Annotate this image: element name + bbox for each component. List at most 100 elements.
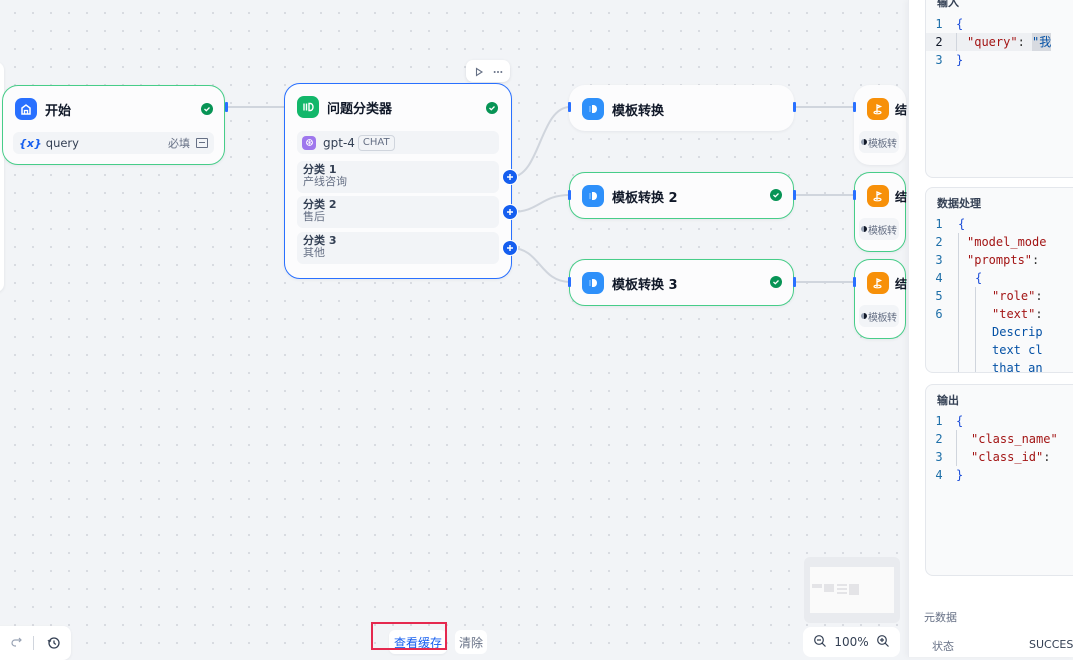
end-output-variable: 模板转 — [859, 218, 899, 240]
end-node-title: 结 — [895, 276, 908, 291]
line-number: 1 — [935, 17, 943, 31]
template-node-1[interactable]: 模板转换 — [569, 85, 794, 131]
text-input-type-icon — [196, 138, 208, 148]
start-node-title: 开始 — [45, 103, 72, 119]
end-flag-icon — [867, 185, 889, 207]
variable-name: query — [45, 136, 79, 150]
code-token: { — [956, 17, 964, 31]
code-token: "model_mode — [967, 235, 1047, 249]
template-transform-icon — [861, 139, 867, 145]
code-token: text cl — [992, 343, 1043, 357]
minimap-viewport[interactable] — [810, 567, 894, 613]
code-token: : — [1035, 289, 1043, 303]
end-flag-icon — [867, 272, 889, 294]
code-token: { — [956, 414, 964, 428]
zoom-controls: 100% — [803, 627, 900, 657]
code-token: : — [1017, 35, 1033, 49]
minimap[interactable] — [804, 557, 900, 623]
add-node-plus-icon[interactable] — [502, 240, 518, 256]
edge-class1-template1 — [510, 106, 571, 178]
source-handle[interactable] — [793, 102, 796, 112]
success-check-icon — [201, 103, 213, 115]
openai-icon — [302, 135, 316, 150]
target-handle[interactable] — [853, 190, 856, 200]
model-selector[interactable]: gpt-4 CHAT — [297, 131, 499, 154]
template-transform-icon — [861, 313, 867, 319]
template-transform-icon — [582, 185, 604, 207]
redo-icon[interactable] — [10, 635, 24, 649]
edge-class2-template2 — [510, 194, 571, 213]
start-variable-query[interactable]: {x} query 必填 — [13, 132, 214, 154]
status-value: SUCCESS — [1029, 638, 1073, 651]
classifier-icon — [297, 96, 319, 118]
process-code-editor[interactable]: 1{ 2"model_mode 3"prompts": 4{ 5"role": … — [926, 215, 1047, 373]
code-token: : — [1043, 450, 1051, 464]
end-node-1[interactable]: 结 模板转 — [854, 85, 907, 165]
end-variable-name: 模板转 — [868, 225, 897, 237]
template-node-2[interactable]: 模板转换 2 — [569, 172, 794, 219]
code-token: "class_id" — [971, 450, 1044, 464]
class-label: 分类 3 — [303, 234, 337, 247]
end-node-2[interactable]: 结 模板转 — [854, 172, 907, 252]
target-handle[interactable] — [853, 102, 856, 112]
add-node-plus-icon[interactable] — [502, 169, 518, 185]
end-variable-name: 模板转 — [868, 312, 897, 324]
end-node-3[interactable]: 结 模板转 — [854, 259, 908, 339]
zoom-level[interactable]: 100% — [834, 635, 869, 649]
left-panel-edge — [0, 62, 4, 292]
code-token: } — [956, 468, 964, 482]
code-token: : — [1032, 253, 1040, 267]
template-node-3[interactable]: 模板转换 3 — [569, 259, 794, 306]
more-icon[interactable] — [493, 62, 503, 81]
history-icon[interactable] — [47, 635, 61, 649]
line-number: 4 — [935, 271, 943, 285]
code-token: that an — [992, 361, 1043, 373]
source-handle[interactable] — [793, 277, 796, 287]
code-token: { — [958, 217, 966, 231]
code-token: "text" — [992, 307, 1036, 321]
class-label: 分类 2 — [303, 198, 337, 211]
add-node-plus-icon[interactable] — [502, 204, 518, 220]
template-transform-icon — [582, 98, 604, 120]
code-token: : — [1035, 307, 1043, 321]
target-handle[interactable] — [568, 277, 571, 287]
code-token: "query" — [967, 35, 1018, 49]
edge-class3-template3 — [510, 247, 571, 283]
history-toolbar — [0, 626, 71, 660]
node-toolbar — [466, 60, 510, 82]
class-item: 分类 1 产线咨询 — [297, 161, 499, 193]
clear-cache-button[interactable]: 清除 — [455, 630, 487, 654]
line-number: 2 — [935, 35, 943, 49]
classifier-node[interactable]: 问题分类器 gpt-4 CHAT 分类 1 产线咨询 分类 2 售后 分类 3 … — [284, 83, 512, 279]
minimap-node — [824, 584, 834, 592]
play-icon[interactable] — [474, 62, 484, 81]
output-code-editor[interactable]: 1{ 2"class_name" 3"class_id": 4} — [926, 412, 1057, 484]
minimap-node — [837, 592, 847, 594]
start-source-handle[interactable] — [225, 102, 228, 112]
class-value: 其他 — [303, 246, 325, 259]
status-label: 状态 — [932, 640, 954, 653]
source-handle[interactable] — [793, 190, 796, 200]
process-title: 数据处理 — [937, 197, 981, 210]
target-handle[interactable] — [568, 102, 571, 112]
home-icon — [15, 98, 37, 120]
start-node[interactable]: 开始 {x} query 必填 — [2, 85, 225, 165]
target-handle[interactable] — [853, 277, 856, 287]
classifier-node-title: 问题分类器 — [327, 101, 393, 117]
end-output-variable: 模板转 — [859, 305, 899, 327]
output-title: 输出 — [937, 394, 959, 407]
zoom-in-icon[interactable] — [876, 634, 890, 651]
input-code-card: 输入 1{ 2"query": "我 3} — [925, 0, 1073, 178]
minimap-node — [837, 588, 847, 590]
input-code-editor[interactable]: 1{ 2"query": "我 3} — [926, 15, 1052, 69]
variable-icon: {x} — [19, 136, 42, 150]
class-value: 售后 — [303, 210, 325, 223]
required-label: 必填 — [168, 137, 190, 150]
line-number: 1 — [935, 217, 943, 231]
target-handle[interactable] — [568, 190, 571, 200]
toolbar-divider — [33, 636, 34, 650]
view-cache-button[interactable]: 查看缓存 — [389, 630, 447, 654]
minimap-node — [812, 584, 822, 588]
zoom-out-icon[interactable] — [813, 634, 827, 651]
success-check-icon — [770, 276, 782, 288]
